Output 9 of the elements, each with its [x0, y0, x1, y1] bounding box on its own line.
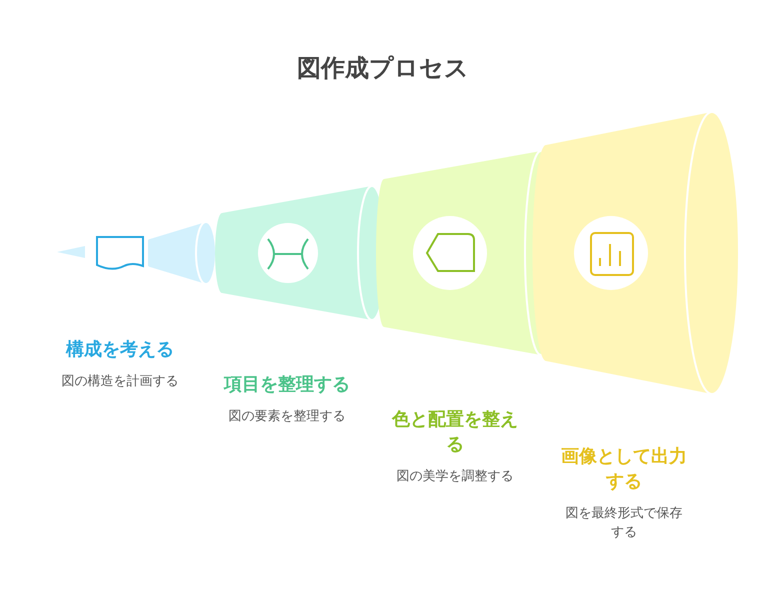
step-description: 図の構造を計画する — [62, 373, 178, 391]
step-description: 図の要素を整理する — [228, 408, 346, 426]
step-description: 図を最終形式で保存する — [564, 505, 684, 542]
step-heading: 色と配置を整える — [390, 408, 519, 457]
step-heading: 項目を整理する — [224, 373, 350, 397]
step-heading: 画像として出力する — [560, 445, 688, 494]
title: 図作成プロセス — [296, 53, 470, 84]
step-heading: 構成を考える — [66, 338, 174, 362]
step-description: 図の美学を調整する — [396, 468, 514, 486]
